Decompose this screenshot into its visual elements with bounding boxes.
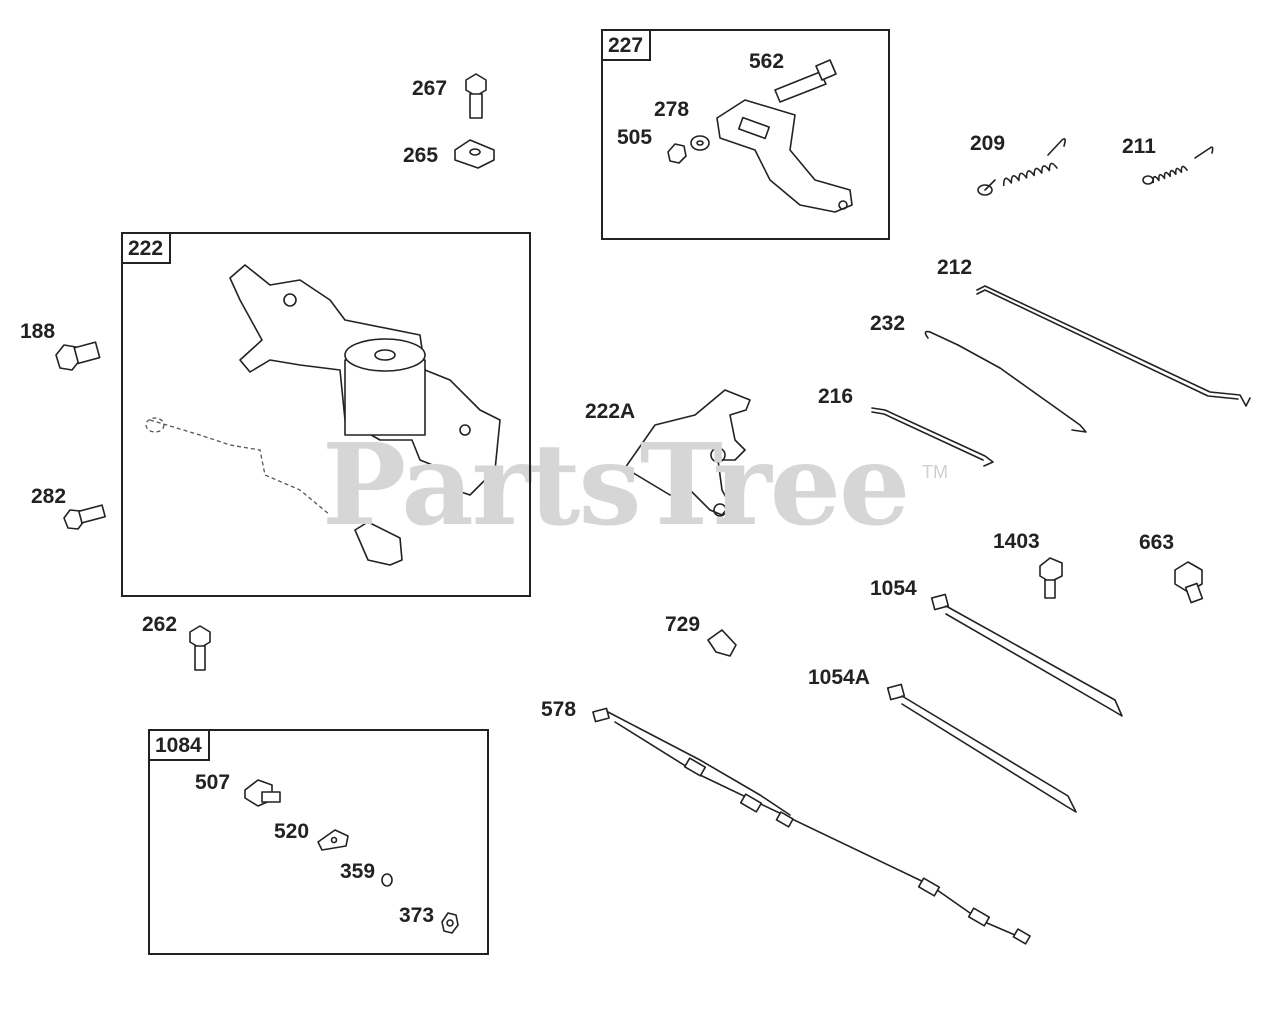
part-1054A-cable-tie[interactable] [886, 683, 1077, 813]
label-520[interactable]: 520 [274, 820, 310, 843]
label-1403[interactable]: 1403 [993, 530, 1040, 553]
part-265-clip[interactable] [454, 139, 495, 169]
part-505-nut[interactable] [667, 143, 687, 164]
label-505[interactable]: 505 [617, 126, 653, 149]
part-222-control-assembly[interactable] [145, 264, 501, 566]
part-222A-bracket[interactable] [624, 389, 751, 517]
label-578[interactable]: 578 [541, 698, 577, 721]
label-729[interactable]: 729 [665, 613, 701, 636]
part-1403-bolt[interactable] [1039, 557, 1063, 599]
label-507[interactable]: 507 [195, 771, 231, 794]
part-507-switch[interactable] [244, 779, 281, 807]
label-1054[interactable]: 1054 [870, 577, 917, 600]
label-232[interactable]: 232 [870, 312, 906, 335]
part-267-bolt[interactable] [465, 73, 487, 119]
label-188[interactable]: 188 [20, 320, 56, 343]
label-262[interactable]: 262 [142, 613, 178, 636]
part-211-spring[interactable] [1142, 146, 1214, 185]
part-578-wire-harness[interactable] [592, 707, 1031, 945]
group-box-1084: 1084 [148, 729, 489, 955]
label-222A[interactable]: 222A [585, 400, 636, 423]
part-278-washer[interactable] [690, 135, 710, 151]
part-663-bolt[interactable] [1174, 561, 1204, 604]
label-278[interactable]: 278 [654, 98, 690, 121]
part-729-clip[interactable] [707, 629, 737, 657]
label-212[interactable]: 212 [937, 256, 973, 279]
part-359-washer[interactable] [381, 873, 393, 887]
part-373-nut[interactable] [441, 912, 459, 934]
group-tag-227[interactable]: 227 [601, 29, 652, 61]
group-box-227: 227 [601, 29, 890, 240]
label-359[interactable]: 359 [340, 860, 376, 883]
group-box-222: 222 [121, 232, 531, 597]
label-1054A[interactable]: 1054A [808, 666, 870, 689]
part-216-rod[interactable] [871, 407, 994, 467]
part-282-bolt[interactable] [63, 504, 106, 530]
part-209-spring[interactable] [977, 138, 1066, 196]
part-1054-cable-tie[interactable] [930, 593, 1123, 717]
part-212-rod[interactable] [976, 285, 1251, 407]
part-262-bolt[interactable] [189, 625, 211, 671]
label-216[interactable]: 216 [818, 385, 854, 408]
part-520-bracket[interactable] [317, 829, 349, 851]
label-209[interactable]: 209 [970, 132, 1006, 155]
label-211[interactable]: 211 [1122, 135, 1156, 158]
label-282[interactable]: 282 [31, 485, 67, 508]
label-663[interactable]: 663 [1139, 531, 1175, 554]
part-232-spring-rod[interactable] [924, 330, 1087, 433]
label-265[interactable]: 265 [403, 144, 439, 167]
group-tag-1084[interactable]: 1084 [148, 729, 210, 761]
watermark-trademark: TM [922, 462, 948, 482]
part-227-bracket[interactable] [716, 99, 853, 213]
watermark: PartsTree [322, 420, 910, 551]
group-tag-222[interactable]: 222 [121, 232, 172, 264]
label-562[interactable]: 562 [749, 50, 785, 73]
part-188-bolt[interactable] [55, 341, 101, 371]
label-267[interactable]: 267 [412, 77, 448, 100]
part-562-pin[interactable] [774, 59, 837, 103]
label-373[interactable]: 373 [399, 904, 435, 927]
